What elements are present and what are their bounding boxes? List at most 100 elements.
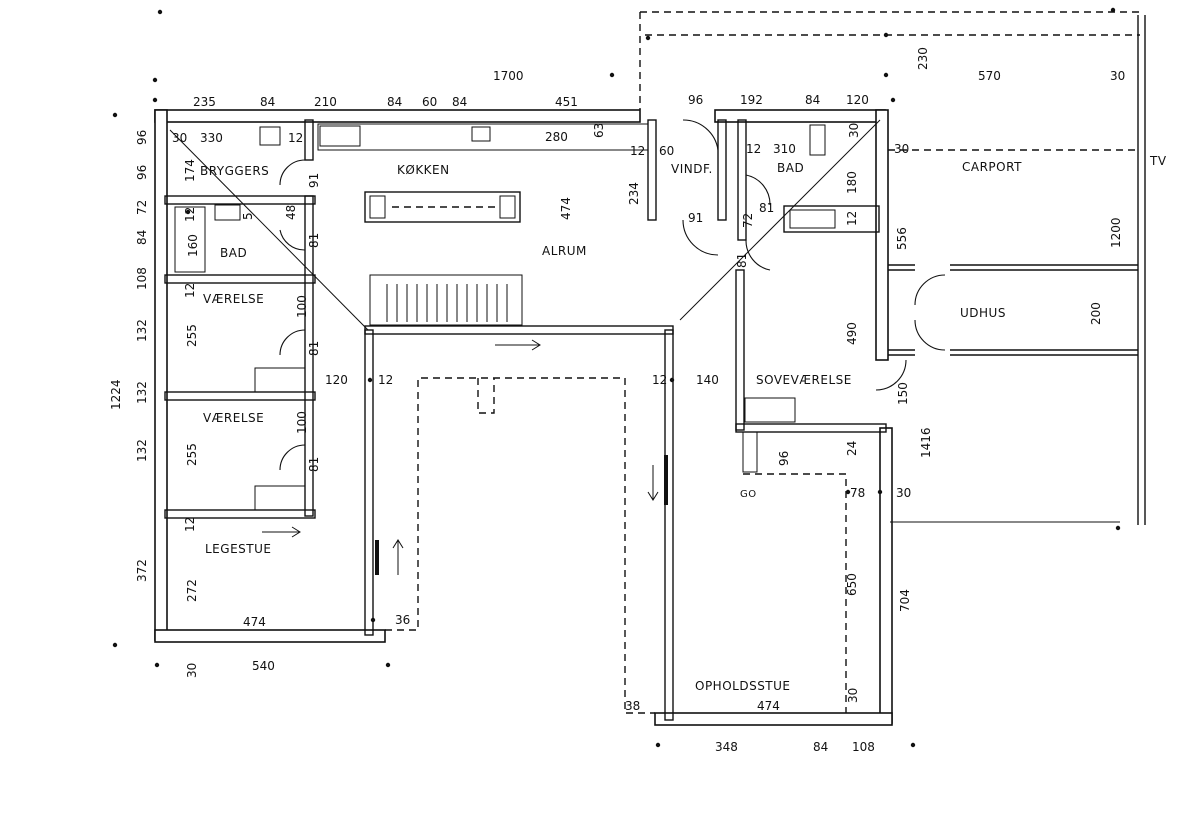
dim-b-84: 84 [813, 740, 828, 754]
dim-r1-12-c: 12 [746, 142, 761, 156]
wall-west-sovevaerelse [735, 269, 745, 431]
wall-vindf-west [647, 119, 657, 221]
dim-k-81-b: 81 [735, 253, 749, 268]
bryggers-appliance [259, 126, 281, 146]
wall-west-rooms-east [304, 195, 314, 517]
sliding-arrow-down [647, 465, 659, 501]
room-label-bad-east: BAD [777, 161, 804, 175]
dim-k-490: 490 [845, 322, 859, 345]
fireplace [742, 431, 758, 473]
bathtub-west [174, 206, 206, 273]
dim-v-12-a: 12 [183, 207, 197, 222]
dim-top-210: 210 [314, 95, 337, 109]
door-swing-vaerelse-2 [279, 444, 306, 471]
dim-l-372: 372 [135, 559, 149, 582]
room-label-opholdsstue: OPHOLDSSTUE [695, 679, 791, 693]
shower-east [809, 124, 826, 156]
door-swing-entry [682, 119, 719, 151]
desk-vaerelse-2 [254, 485, 306, 511]
dim-v-12-d: 12 [183, 517, 197, 532]
kitchen-island-end-left [369, 195, 386, 219]
wall-vindf-east [717, 119, 727, 221]
dim-k-38: 38 [625, 699, 640, 713]
dim-top-84-c: 84 [452, 95, 467, 109]
dim-v-5: 5 [241, 212, 255, 220]
terrace-outline [385, 377, 655, 714]
dim-l-84: 84 [135, 230, 149, 245]
room-label-kokken: KØKKEN [397, 163, 450, 177]
dim-k-474-b: 474 [757, 699, 780, 713]
dim-k-24: 24 [845, 441, 859, 456]
door-swing-bad-west [279, 229, 306, 251]
dim-k-81-a: 81 [759, 201, 774, 215]
room-label-bryggers: BRYGGERS [200, 164, 269, 178]
dim-k-474: 474 [559, 197, 573, 220]
door-swing-bryggers [279, 159, 306, 186]
kitchen-stove [471, 126, 491, 142]
dim-top-120: 120 [846, 93, 869, 107]
wall-bad-west [737, 119, 747, 241]
dim-r1-12-b: 12 [630, 144, 645, 158]
door-swing-vindf [682, 219, 719, 256]
dim-v-81-b: 81 [307, 341, 321, 356]
dim-top-total: 1700 [493, 69, 524, 83]
staircase [369, 274, 523, 326]
wall-west-opholdsstue [664, 329, 674, 721]
sliding-door-legestue [375, 540, 379, 575]
dim-k-200: 200 [1089, 302, 1103, 325]
dim-l-174: 174 [183, 159, 197, 182]
dim-k-650: 650 [845, 573, 859, 596]
dim-top-230: 230 [916, 47, 930, 70]
wall-kokken-west [304, 119, 314, 161]
wall-bad-east-south [783, 205, 880, 233]
wardrobe-sove [744, 397, 796, 423]
room-label-vaerelse-2: VÆRELSE [203, 411, 264, 425]
dim-k-1200: 1200 [1109, 217, 1123, 248]
dim-k-234: 234 [627, 182, 641, 205]
wall-south-alrum [364, 325, 674, 335]
dim-k-78: 78 [850, 486, 865, 500]
door-swing-bad-east [745, 174, 771, 206]
kitchen-sink [319, 125, 361, 147]
wall-bad-west-south [164, 274, 316, 284]
door-swing-udhus-2 [914, 319, 946, 351]
dim-r1-30: 30 [172, 131, 187, 145]
sliding-arrow-alrum [495, 339, 541, 351]
dim-top-84-a: 84 [260, 95, 275, 109]
wall-vaerelse-1-south [164, 391, 316, 401]
dim-r1-330: 330 [200, 131, 223, 145]
dim-r1-12-a: 12 [288, 131, 303, 145]
dim-k-72: 72 [741, 213, 755, 228]
room-label-vaerelse-1: VÆRELSE [203, 292, 264, 306]
label-go: GO [740, 489, 757, 500]
room-label-bad-west: BAD [220, 246, 247, 260]
dim-top-235: 235 [193, 95, 216, 109]
dim-l-1224: 1224 [109, 379, 123, 410]
dim-r1-310: 310 [773, 142, 796, 156]
dim-k-140: 140 [696, 373, 719, 387]
room-label-sovevaerelse: SOVEVÆRELSE [756, 373, 852, 387]
dim-v-81-c: 81 [307, 457, 321, 472]
dim-k-556: 556 [895, 227, 909, 250]
wall-east-opholdsstue [879, 427, 893, 724]
sliding-arrow-legestue [262, 526, 301, 538]
dim-top-84-b: 84 [387, 95, 402, 109]
dim-k-150: 150 [896, 382, 910, 405]
dim-v-120: 120 [325, 373, 348, 387]
wall-south-sovevaerelse [735, 423, 887, 433]
dim-v-160: 160 [186, 234, 200, 257]
dim-r1-280: 280 [545, 130, 568, 144]
dim-k-180: 180 [845, 171, 859, 194]
door-swing-vaerelse-1 [279, 329, 306, 356]
dim-v-255-b: 255 [185, 443, 199, 466]
dim-l-96: 96 [135, 130, 149, 145]
dim-top-96: 96 [688, 93, 703, 107]
dim-k-30-b: 30 [846, 688, 860, 703]
dim-r1-63: 63 [592, 123, 606, 138]
dim-l-72: 72 [135, 200, 149, 215]
room-label-vindf: VINDF. [671, 162, 713, 176]
wall-east-legestue [364, 329, 374, 636]
room-label-legestue: LEGESTUE [205, 542, 271, 556]
dim-v-12-b: 12 [183, 283, 197, 298]
